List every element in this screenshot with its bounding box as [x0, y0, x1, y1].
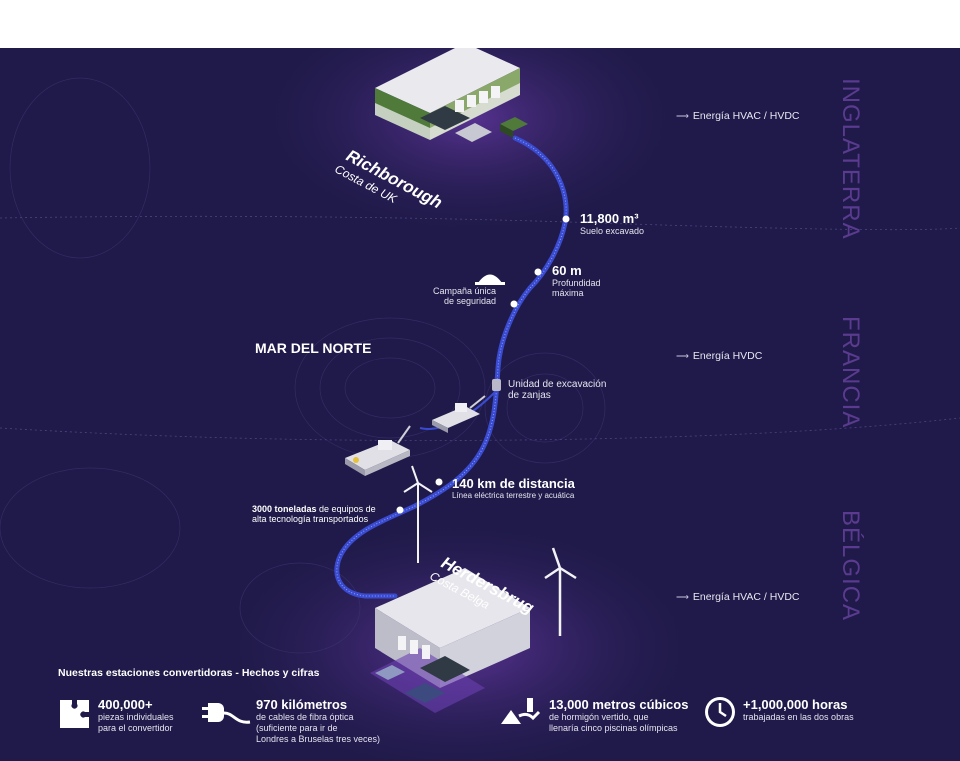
region-france: FRANCIA	[837, 316, 864, 429]
border-fr-be	[0, 417, 960, 441]
region-england: INGLATERRA	[837, 78, 864, 240]
concrete-icon	[501, 698, 541, 724]
plug-icon	[202, 703, 251, 724]
fact-hours: +1,000,000 horas trabajadas en las dos o…	[743, 697, 854, 722]
fact-fiber: 970 kilómetros de cables de fibra óptica…	[256, 697, 381, 744]
ship-small	[432, 395, 486, 433]
puzzle-icon	[60, 700, 89, 728]
fact-pieces: 400,000+ piezas individuales para el con…	[98, 697, 174, 733]
callout-trench: Unidad de excavación de zanjas	[508, 379, 607, 401]
callout-distance: 140 km de distancia Línea eléctrica terr…	[452, 476, 575, 500]
trench-unit-marker	[492, 379, 501, 391]
facts-heading: Nuestras estaciones convertidoras - Hech…	[58, 667, 320, 679]
dot-excavated	[562, 215, 570, 223]
ship-large	[345, 425, 411, 476]
arrow-icon: ⟶	[676, 111, 689, 121]
callout-depth: 60 m Profundidad máxima	[552, 263, 601, 298]
dot-depth	[534, 268, 542, 276]
callout-safety: Campaña única de seguridad	[432, 286, 496, 306]
safety-helmet	[475, 274, 505, 285]
infographic-artwork	[0, 48, 960, 761]
callout-excavated: 11,800 m³ Suelo excavado	[580, 211, 645, 236]
herdersbrug-station	[370, 568, 530, 713]
energy-label-top: ⟶Energía HVAC / HVDC	[676, 110, 800, 122]
region-belgium: BÉLGICA	[837, 510, 864, 622]
dot-tonnes	[396, 506, 404, 514]
glow-top	[240, 48, 700, 248]
energy-label-bottom: ⟶Energía HVAC / HVDC	[676, 591, 800, 603]
wind-turbine-1	[403, 465, 433, 563]
dot-safety	[510, 300, 518, 308]
dot-distance	[435, 478, 443, 486]
cable-route-detail	[336, 137, 567, 597]
arrow-icon: ⟶	[676, 592, 689, 602]
callout-tonnes: 3000 toneladas de equipos de alta tecnol…	[252, 504, 376, 524]
sea-label: MAR DEL NORTE	[255, 340, 372, 356]
energy-label-middle: ⟶Energía HVDC	[676, 350, 763, 362]
wind-turbine-2	[544, 547, 577, 636]
richborough-station	[375, 48, 528, 142]
callout-dots	[396, 215, 570, 514]
clock-icon	[705, 697, 735, 727]
infographic-canvas: INGLATERRA FRANCIA BÉLGICA ⟶Energía HVAC…	[0, 48, 960, 761]
arrow-icon: ⟶	[676, 351, 689, 361]
fact-concrete: 13,000 metros cúbicos de hormigón vertid…	[549, 697, 689, 733]
